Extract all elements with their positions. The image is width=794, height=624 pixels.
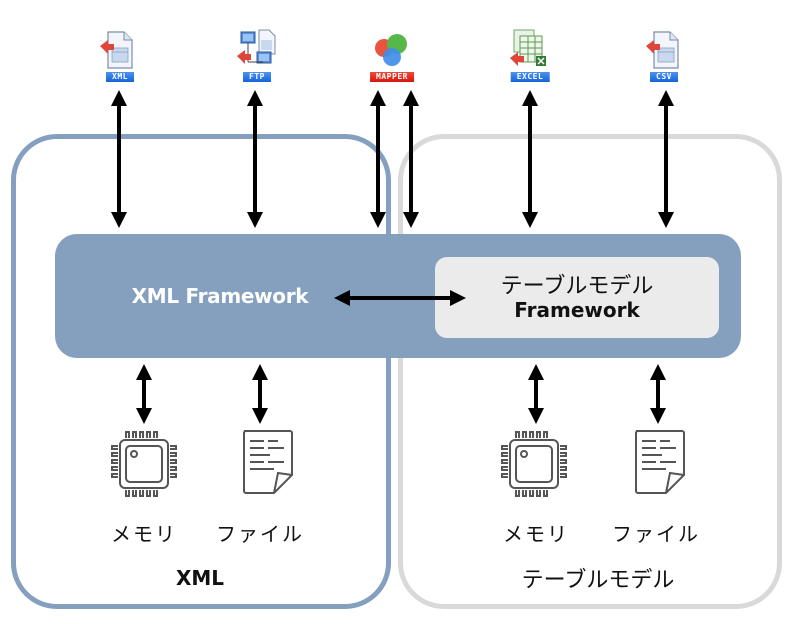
excel-source: EXCEL — [502, 26, 558, 82]
xml-framework-label: XML Framework — [131, 284, 309, 308]
csv-document-icon — [646, 31, 679, 69]
table-file-label: ファイル — [612, 522, 700, 546]
table-model-framework-box — [435, 257, 719, 338]
table-model-framework-title: テーブルモデル — [500, 274, 654, 299]
table-model-group-title: テーブルモデル — [521, 568, 675, 593]
csv-source-label: CSV — [650, 72, 678, 82]
excel-source-label: EXCEL — [510, 72, 550, 82]
mapper-source-label: MAPPER — [370, 72, 414, 82]
csv-source: CSV — [636, 26, 692, 82]
ftp-network-icon — [237, 29, 276, 64]
xml-group-title: XML — [175, 566, 225, 590]
table-model-framework-subtitle: Framework — [514, 298, 640, 322]
xml-memory-label: メモリ — [111, 522, 177, 546]
mapper-source: MAPPER — [364, 26, 420, 82]
file-document-icon — [635, 430, 685, 494]
file-document-icon — [243, 430, 293, 494]
xml-source: XML — [92, 26, 148, 82]
mapper-circles-icon — [375, 34, 407, 66]
xml-file-label: ファイル — [216, 522, 304, 546]
xml-document-icon — [100, 31, 133, 69]
xml-group-container — [11, 134, 391, 609]
xml-source-label: XML — [106, 72, 134, 82]
table-memory-label: メモリ — [503, 522, 569, 546]
memory-chip-icon — [111, 431, 177, 497]
ftp-source-label: FTP — [243, 72, 271, 82]
excel-spreadsheet-icon — [510, 29, 546, 66]
table-model-group-container — [398, 134, 782, 609]
ftp-source: FTP — [229, 26, 285, 82]
memory-chip-icon — [501, 431, 567, 497]
